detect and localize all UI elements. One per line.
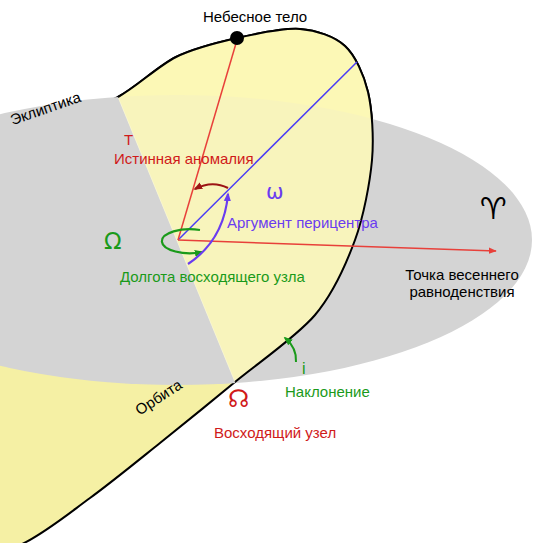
body-label: Небесное тело bbox=[203, 8, 307, 25]
ascending-node-label: Восходящий узел bbox=[214, 424, 336, 441]
periapsis-argument-arc bbox=[188, 194, 228, 264]
symbol-label: T bbox=[124, 131, 133, 148]
symbol-label: Ω bbox=[104, 228, 122, 254]
symbol-label: ω bbox=[266, 180, 284, 204]
inclination-label: Наклонение bbox=[285, 383, 370, 400]
celestial-body bbox=[230, 31, 244, 45]
ascending-node-symbol: ☊ bbox=[228, 386, 249, 414]
equinox-label: Точка весеннего равноденствия bbox=[402, 266, 522, 301]
orbit-ellipse-upper bbox=[0, 29, 373, 543]
inclination-arc bbox=[285, 338, 296, 362]
vernal-equinox-direction bbox=[178, 240, 496, 251]
true-anomaly-label: Истинная аномалия bbox=[114, 150, 254, 167]
orbit-upper-part bbox=[0, 29, 373, 543]
aries-symbol: ♈ bbox=[480, 192, 507, 227]
line-of-nodes bbox=[118, 97, 235, 382]
true-anomaly-arc bbox=[195, 184, 228, 189]
radius-vector bbox=[178, 40, 237, 240]
periapsis-argument-label: Аргумент перицентра bbox=[227, 214, 378, 231]
node-longitude-arc bbox=[162, 229, 202, 253]
node-longitude-label: Долгота восходящего узла bbox=[120, 268, 305, 285]
inclination-symbol: i bbox=[302, 360, 306, 378]
